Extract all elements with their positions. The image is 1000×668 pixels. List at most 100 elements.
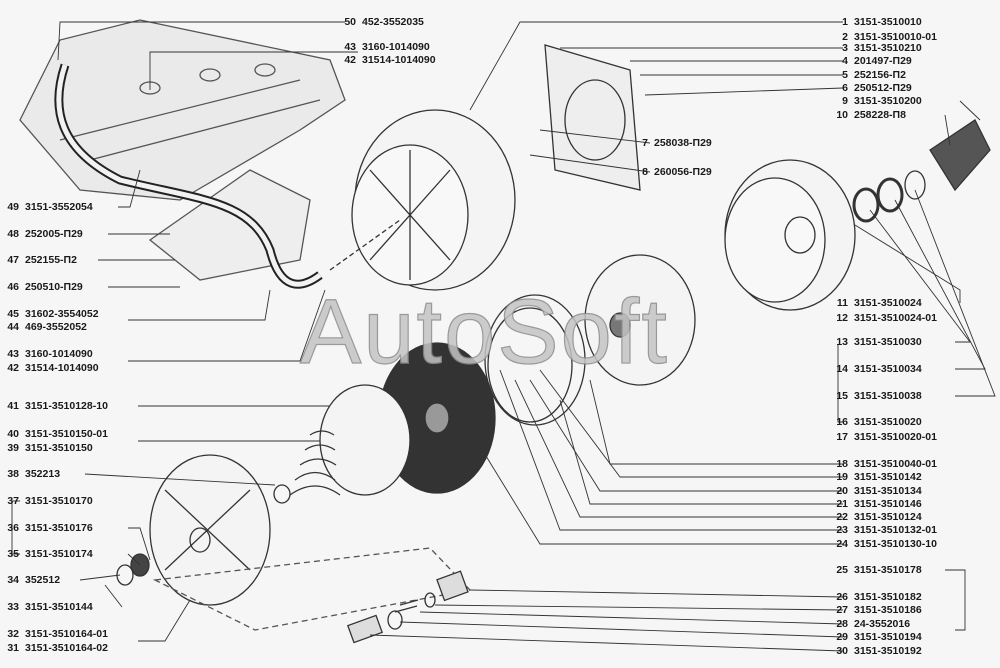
part-label-42: 42 31514-1014090 (338, 54, 436, 66)
part-code: 31514-1014090 (362, 54, 436, 66)
part-code: 3151-3510210 (854, 42, 922, 54)
part-number: 11 (836, 297, 848, 309)
mounting-plate (544, 44, 641, 191)
part-code: 252155-П2 (25, 254, 77, 266)
part-code: 3151-3510010 (854, 16, 922, 28)
part-label-50: 50 452-3552035 (338, 16, 424, 28)
part-code: 3151-3510020 (854, 416, 922, 428)
part-number: 23 (836, 524, 848, 536)
part-code: 24-3552016 (854, 618, 911, 630)
part-label-39: 39 3151-3510150 (1, 442, 93, 454)
part-code: 352512 (25, 574, 61, 586)
part-number: 38 (7, 468, 19, 480)
part-number: 40 (7, 428, 19, 440)
part-label-22: 22 3151-3510124 (830, 511, 922, 523)
watermark: AutoSoft (299, 280, 669, 383)
part-number: 43 (344, 41, 356, 53)
part-label-19: 19 3151-3510142 (830, 471, 922, 483)
part-number: 20 (836, 485, 848, 497)
part-label-15: 15 3151-3510038 (830, 390, 922, 402)
part-label-14: 14 3151-3510034 (830, 363, 922, 375)
part-code: 3151-3510150 (25, 442, 93, 454)
part-code: 3151-3510024-01 (854, 312, 937, 324)
part-number: 5 (842, 69, 848, 81)
part-code: 3151-3510030 (854, 336, 922, 348)
part-code: 452-3552035 (362, 16, 424, 28)
part-number: 42 (344, 54, 356, 66)
engine-head (19, 19, 346, 281)
booster-cover (149, 454, 271, 606)
part-number: 15 (836, 390, 848, 402)
part-code: 3160-1014090 (362, 41, 430, 53)
part-number: 14 (836, 363, 848, 375)
part-code: 3151-3510174 (25, 548, 93, 560)
part-number: 50 (344, 16, 356, 28)
piston (584, 254, 696, 386)
part-code: 3160-1014090 (25, 348, 93, 360)
part-code: 3151-3510194 (854, 631, 922, 643)
part-code: 252156-П2 (854, 69, 906, 81)
part-number: 1 (842, 16, 848, 28)
part-label-1: 1 3151-3510010 (830, 16, 922, 28)
part-number: 22 (836, 511, 848, 523)
part-number: 4 (842, 55, 848, 67)
part-code: 31514-1014090 (25, 362, 99, 374)
part-number: 10 (836, 109, 848, 121)
part-code: 3151-3510164-01 (25, 628, 108, 640)
part-number: 39 (7, 442, 19, 454)
part-number: 27 (836, 604, 848, 616)
part-code: 3151-3510144 (25, 601, 93, 613)
part-code: 3151-3552054 (25, 201, 93, 213)
part-label-35: 35 3151-3510174 (1, 548, 93, 560)
part-number: 19 (836, 471, 848, 483)
part-label-36: 36 3151-3510176 (1, 522, 93, 534)
part-label-4: 4 201497-П29 (830, 55, 912, 67)
part-code: 3151-3510034 (854, 363, 922, 375)
part-number: 7 (642, 137, 648, 149)
part-label-42: 42 31514-1014090 (1, 362, 99, 374)
part-number: 36 (7, 522, 19, 534)
part-code: 3151-3510142 (854, 471, 922, 483)
part-number: 41 (7, 400, 19, 412)
part-number: 35 (7, 548, 19, 560)
part-code: 3151-3510124 (854, 511, 922, 523)
part-code: 250510-П29 (25, 281, 83, 293)
part-number: 42 (7, 362, 19, 374)
leader-lines (11, 21, 996, 652)
part-code: 250512-П29 (854, 82, 912, 94)
part-code: 469-3552052 (25, 321, 87, 333)
part-label-5: 5 252156-П2 (830, 69, 906, 81)
part-code: 3151-3510038 (854, 390, 922, 402)
part-number: 48 (7, 228, 19, 240)
part-number: 21 (836, 498, 848, 510)
part-number: 25 (836, 564, 848, 576)
part-code: 260056-П29 (654, 166, 712, 178)
booster-rear-housing (724, 159, 856, 311)
part-code: 3151-3510176 (25, 522, 93, 534)
part-code: 258228-П8 (854, 109, 906, 121)
part-code: 3151-3510040-01 (854, 458, 937, 470)
part-label-10: 10 258228-П8 (830, 109, 906, 121)
part-label-28: 28 24-3552016 (830, 618, 910, 630)
part-code: 3151-3510178 (854, 564, 922, 576)
part-number: 26 (836, 591, 848, 603)
part-code: 201497-П29 (854, 55, 912, 67)
part-code: 3151-3510010-01 (854, 31, 937, 43)
part-number: 28 (836, 618, 848, 630)
